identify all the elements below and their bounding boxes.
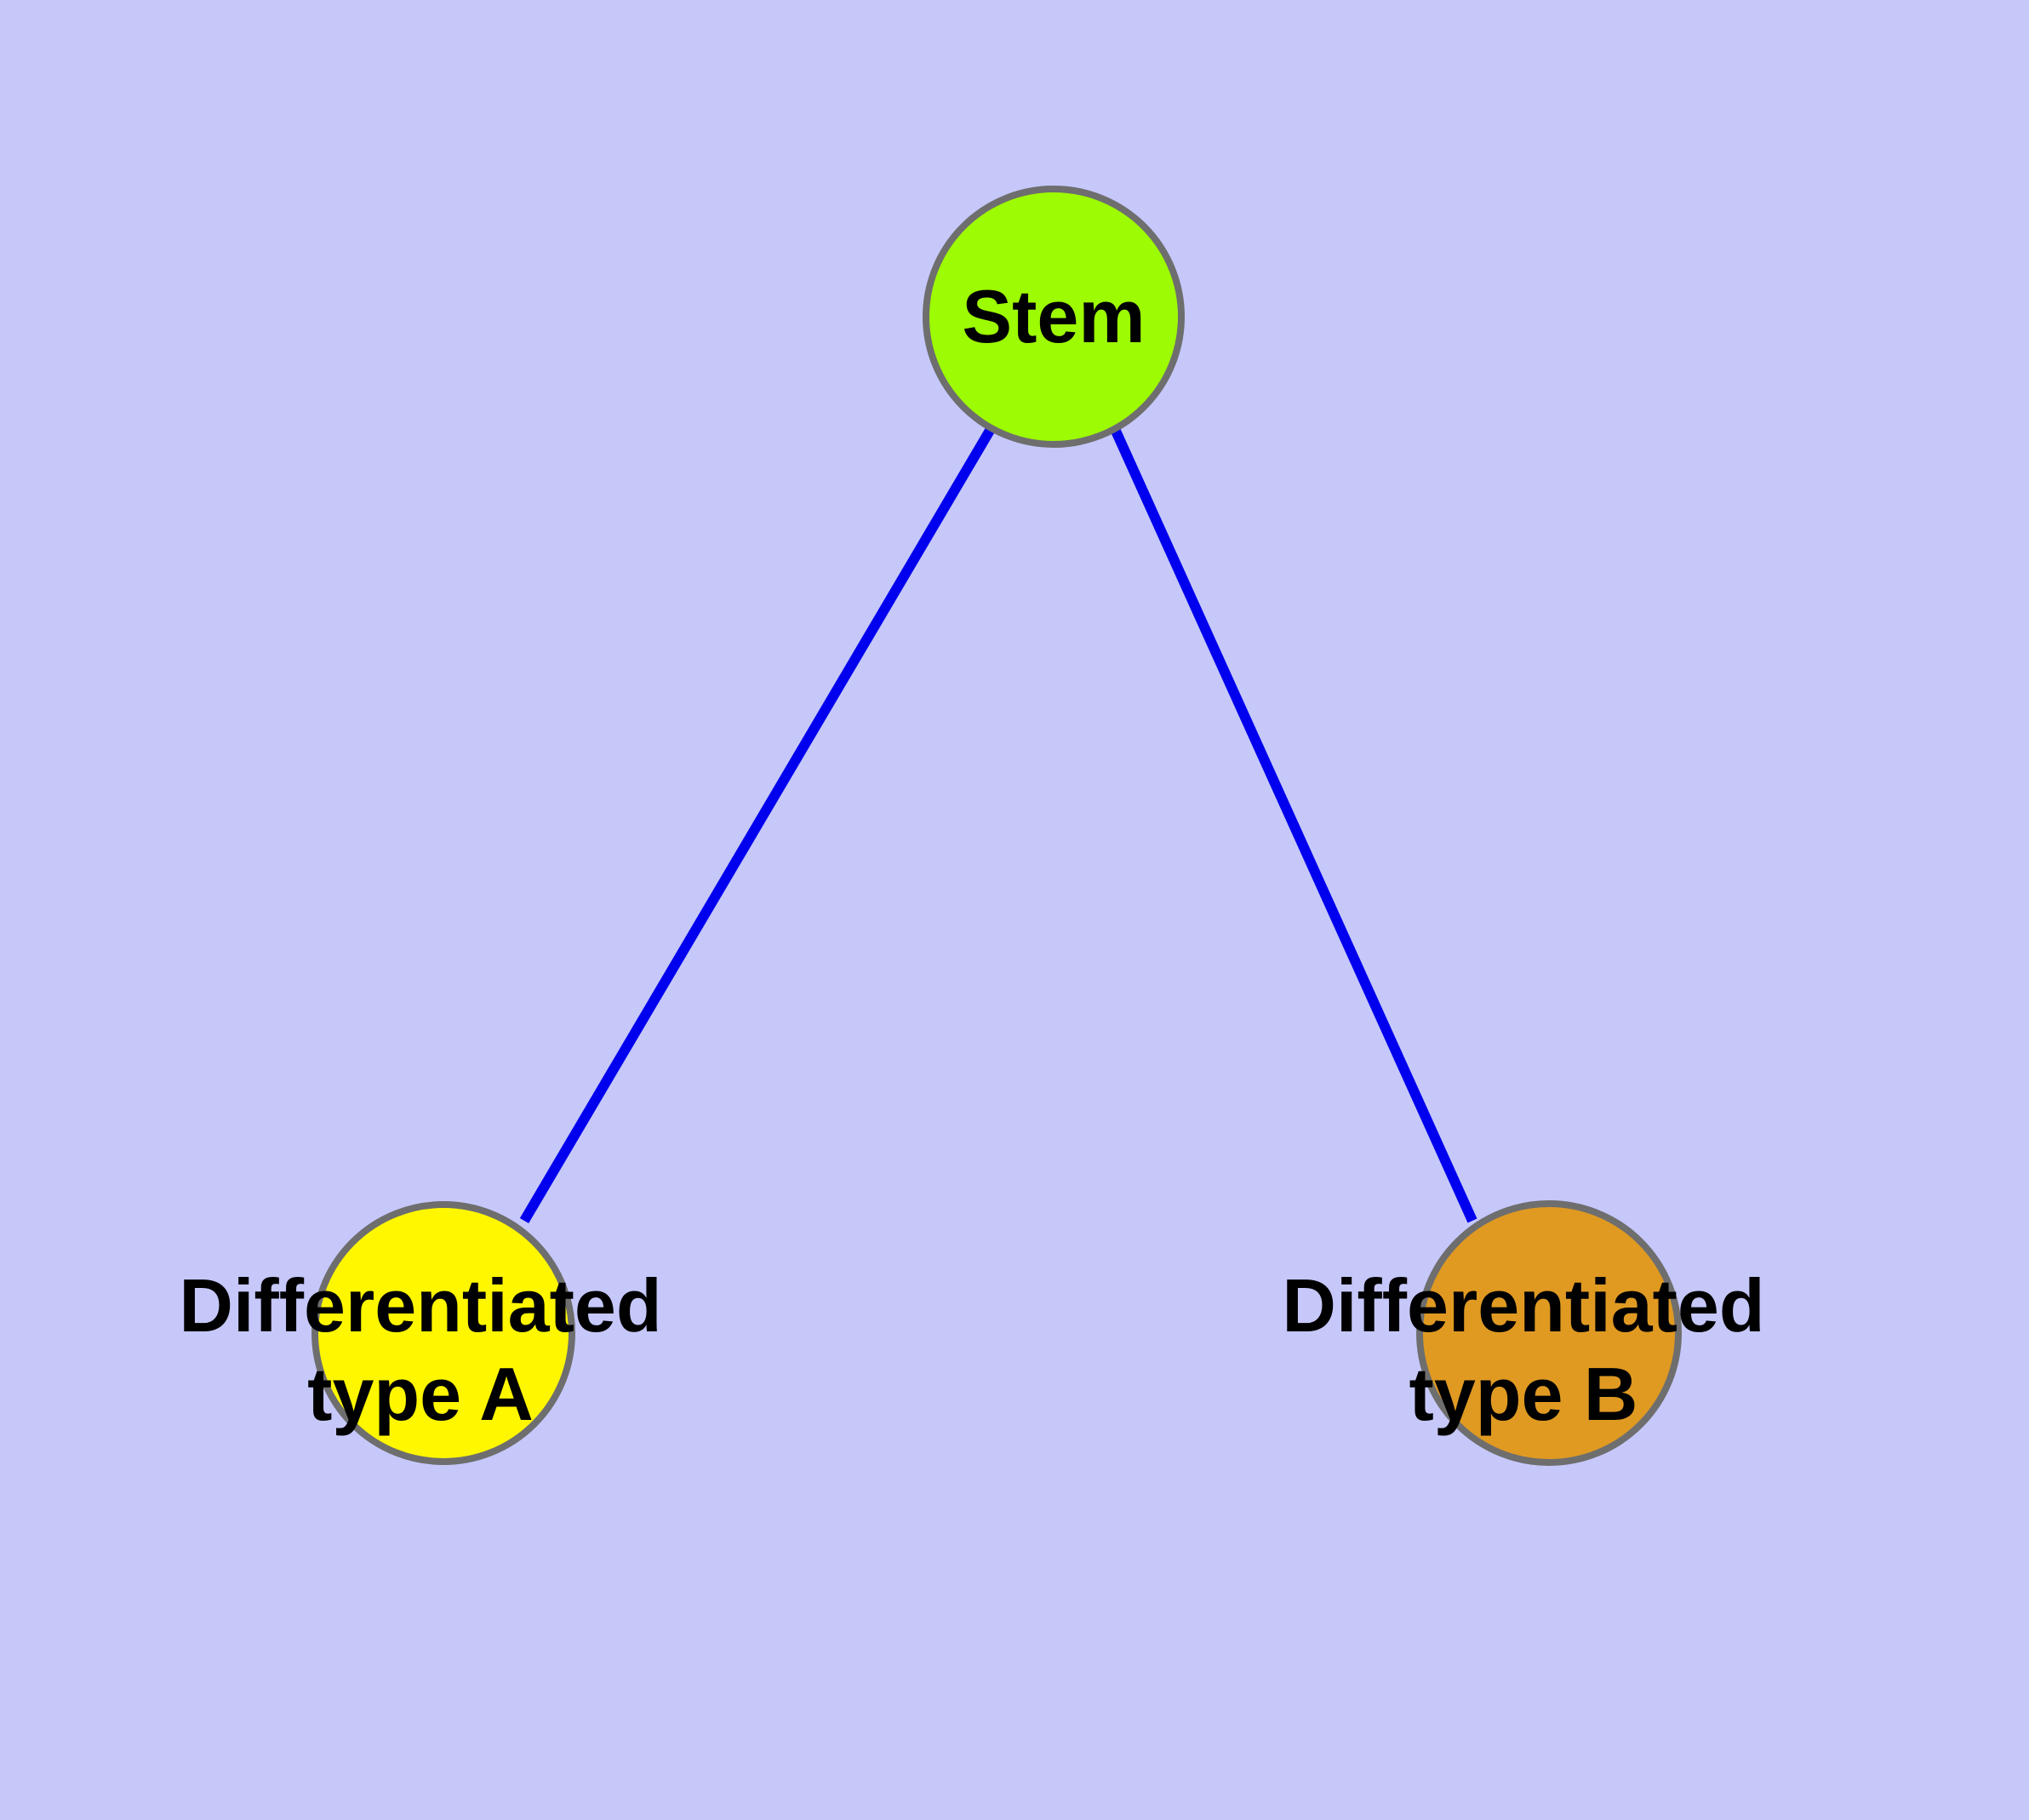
node-differentiated-type-a[interactable]: Differentiated type A: [179, 1201, 662, 1465]
edges-layer: [519, 426, 1477, 1224]
node-differentiated-type-b[interactable]: Differentiated type B: [1282, 1200, 1765, 1466]
node-differentiated-type-b-label-line2: type B: [1409, 1352, 1638, 1436]
edge-stem-to-type-b[interactable]: [1110, 426, 1477, 1223]
node-differentiated-type-a-label-line2: type A: [307, 1352, 534, 1436]
node-differentiated-type-a-label-line1: Differentiated: [179, 1263, 661, 1348]
node-stem[interactable]: Stem: [923, 186, 1185, 448]
edge-stem-to-type-a[interactable]: [519, 426, 996, 1224]
node-differentiated-type-b-circle[interactable]: [1416, 1200, 1682, 1466]
node-stem-label-line1: Stem: [962, 274, 1145, 358]
node-stem-circle[interactable]: [923, 186, 1185, 448]
nodes-layer: Stem Differentiated type A Differentiate…: [179, 186, 1765, 1466]
node-differentiated-type-a-circle[interactable]: [311, 1201, 575, 1465]
node-differentiated-type-b-label-line1: Differentiated: [1282, 1263, 1764, 1348]
